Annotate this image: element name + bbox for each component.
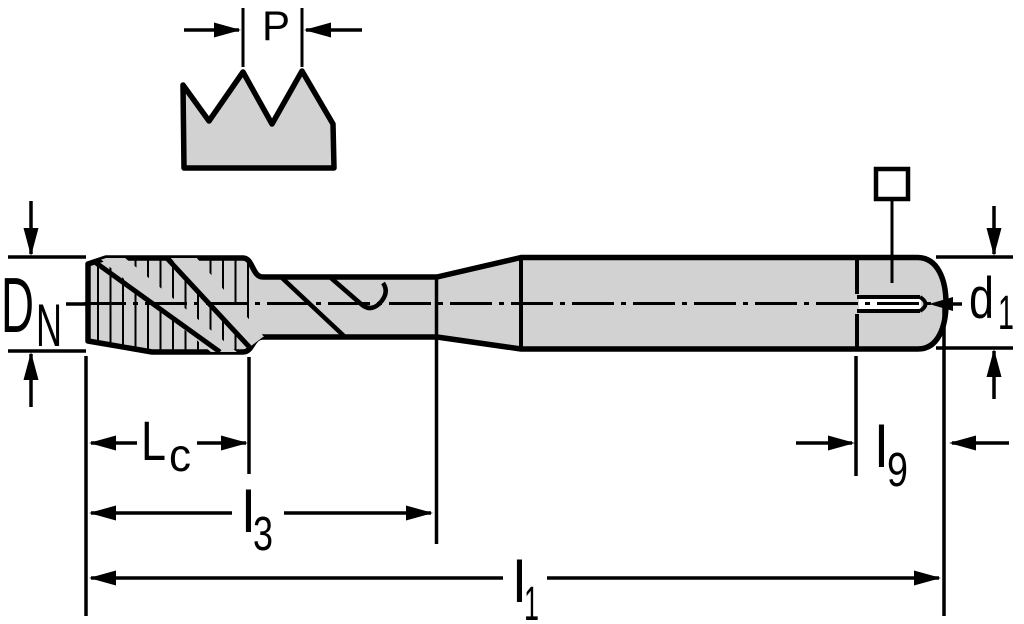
d1-leader-arrowhead <box>929 297 953 311</box>
l1-label: l <box>513 550 526 615</box>
dn-dimension: D N <box>1 201 86 407</box>
d1-arrowhead-top <box>986 228 1002 256</box>
square-symbol-icon <box>873 166 911 202</box>
lc-arrowhead-right <box>221 435 248 451</box>
d1-label-subscript: 1 <box>998 287 1014 340</box>
l3-arrowhead-right <box>406 505 433 521</box>
l9-arrowhead-right <box>949 435 976 451</box>
thread-profile-shape <box>180 68 337 171</box>
dn-arrowhead-top <box>23 228 39 256</box>
lc-dimension: L c <box>84 356 251 616</box>
d1-arrowhead-bottom <box>986 349 1002 377</box>
neck-flute-line <box>279 275 346 338</box>
l9-dimension: l 9 <box>796 356 1009 497</box>
thread-profile-detail: P <box>180 2 362 171</box>
flute-edge-1 <box>90 258 222 352</box>
lc-label: L <box>141 409 166 472</box>
l3-dimension: l 3 <box>89 276 439 561</box>
l1-label-subscript: 1 <box>524 578 539 624</box>
pitch-label: P <box>262 2 290 49</box>
l1-dimension: l 1 <box>89 305 946 624</box>
d1-dimension: d 1 <box>929 206 1014 399</box>
dn-label: D <box>1 261 34 349</box>
l9-arrowhead-left <box>828 435 855 451</box>
d1-label: d <box>969 266 994 331</box>
l9-label: l <box>875 415 888 480</box>
dn-label-subscript: N <box>36 292 62 359</box>
tap-body <box>84 254 949 355</box>
pitch-arrowhead-left <box>214 22 241 38</box>
l1-arrowhead-right <box>914 570 941 586</box>
pitch-arrowhead-right <box>304 22 331 38</box>
l3-label: l <box>242 480 255 545</box>
l9-label-subscript: 9 <box>887 444 908 497</box>
l3-label-subscript: 3 <box>253 508 273 561</box>
lc-label-subscript: c <box>169 429 191 481</box>
square-drive-callout <box>873 166 911 283</box>
dn-arrowhead-bottom <box>23 352 39 380</box>
